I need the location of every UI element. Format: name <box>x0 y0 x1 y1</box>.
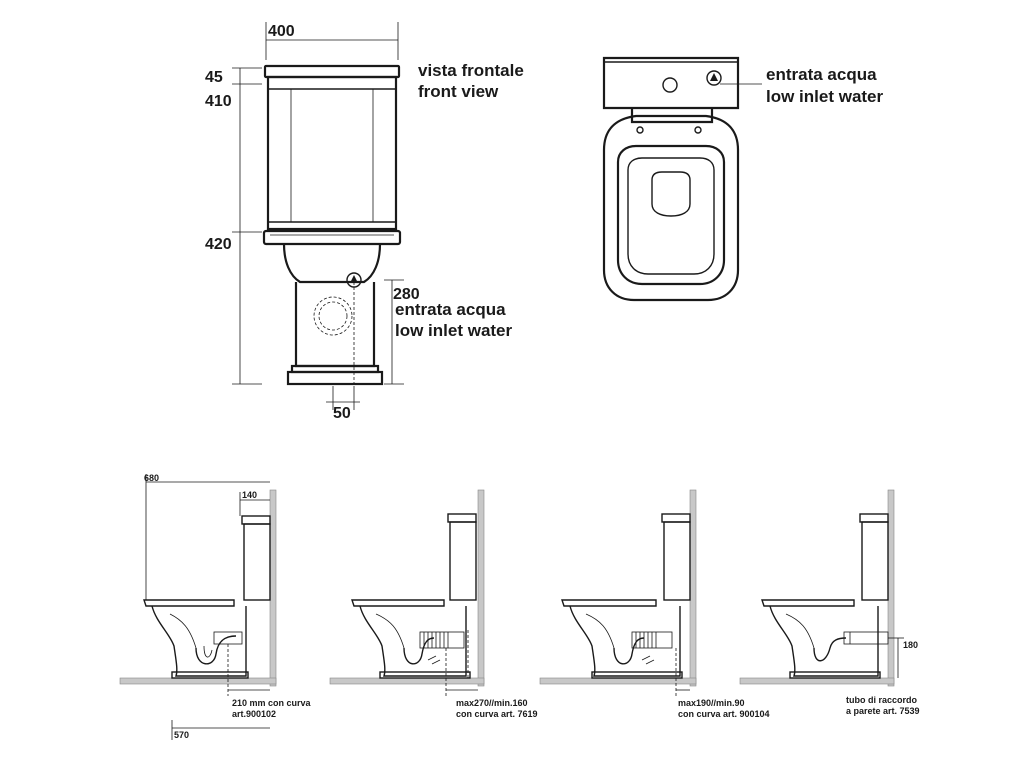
corrugated-pipe-icon <box>419 631 465 649</box>
side1-note-line2: art.900102 <box>232 709 276 719</box>
front-inlet-label-en: low inlet water <box>395 321 513 340</box>
dim-total-label: 680 <box>144 473 159 483</box>
dim-offset-label: 50 <box>333 405 351 422</box>
top-inlet-label-en: low inlet water <box>766 87 884 106</box>
front-view-title-en: front view <box>418 82 499 101</box>
side-view-2: max270//min.160 con curva art. 7619 <box>329 489 538 719</box>
side3-note-line2: con curva art. 900104 <box>678 709 770 719</box>
front-inlet-label-it: entrata acqua <box>395 300 506 319</box>
side3-note-line1: max190//min.90 <box>678 698 745 708</box>
front-view-title-it: vista frontale <box>418 61 524 80</box>
top-view: entrata acqua low inlet water <box>602 56 884 302</box>
side2-note-line1: max270//min.160 <box>456 698 528 708</box>
dim-bowl-label: 420 <box>205 236 232 253</box>
corrugated-pipe-icon <box>631 631 673 649</box>
flush-button-icon <box>662 77 678 93</box>
side4-note-line2: a parete art. 7539 <box>846 706 920 716</box>
side2-note-line2: con curva art. 7619 <box>456 709 538 719</box>
dim-cistern-label: 410 <box>205 93 232 110</box>
side-view-1: 680 140 210 mm con curva art.900102 570 <box>119 473 312 740</box>
dim-inlet-height-label: 280 <box>393 286 420 303</box>
side-view-3: max190//min.90 con curva art. 900104 <box>539 489 770 719</box>
dim-bottom-label: 570 <box>174 730 189 740</box>
dim-cistern-lid-label: 45 <box>205 69 223 86</box>
top-inlet-label-it: entrata acqua <box>766 65 877 84</box>
side-view-4: 180 tubo di raccordo a parete art. 7539 <box>739 489 920 716</box>
side4-note-line1: tubo di raccordo <box>846 695 918 705</box>
dim-height-label: 180 <box>903 640 918 650</box>
side1-note-line1: 210 mm con curva <box>232 698 312 708</box>
dim-width-label: 400 <box>268 23 295 40</box>
front-view: 400 45 410 420 <box>205 22 524 422</box>
dim-wall-gap-label: 140 <box>242 490 257 500</box>
